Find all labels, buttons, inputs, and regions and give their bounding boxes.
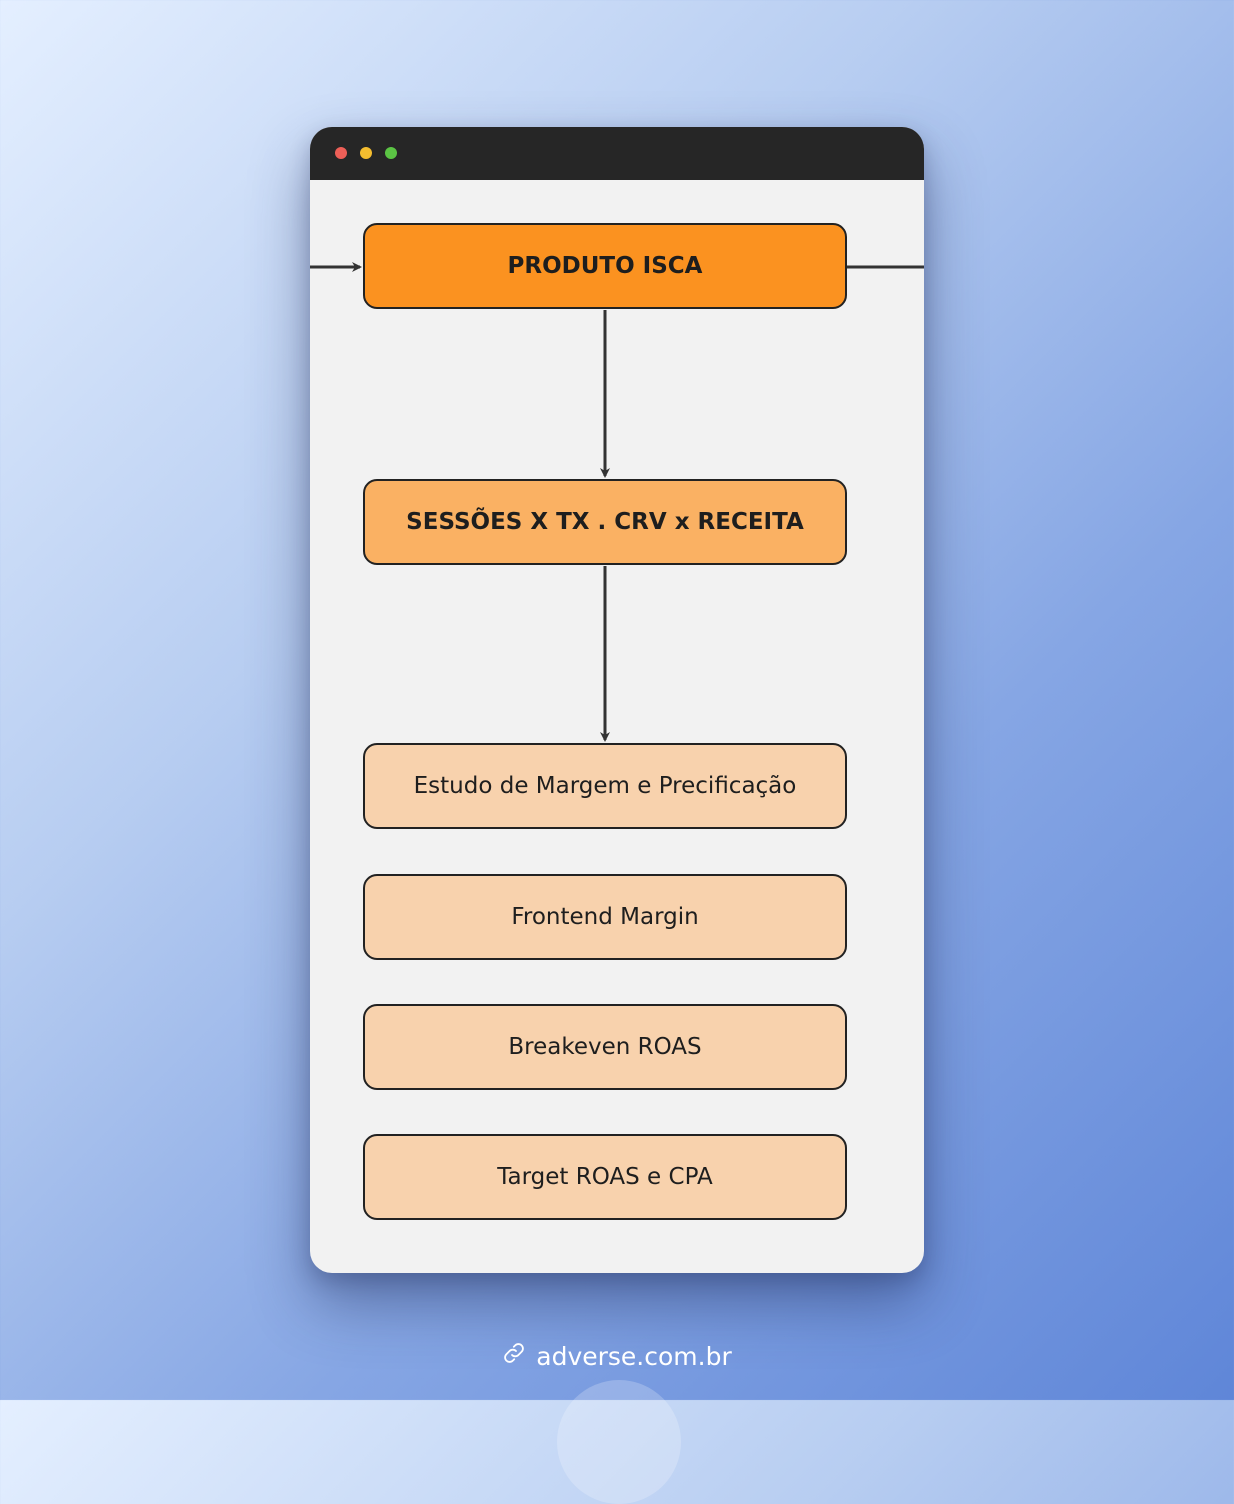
- node-target-roas[interactable]: Target ROAS e CPA: [363, 1134, 847, 1220]
- node-label: Breakeven ROAS: [508, 1034, 702, 1060]
- diagram-connectors: [310, 262, 924, 742]
- diagram-canvas: PRODUTO ISCA SESSÕES X TX . CRV x RECEIT…: [310, 180, 924, 1273]
- node-label: SESSÕES X TX . CRV x RECEITA: [406, 509, 804, 535]
- node-estudo-margem[interactable]: Estudo de Margem e Precificação: [363, 743, 847, 829]
- node-label: Frontend Margin: [511, 904, 699, 930]
- app-window: PRODUTO ISCA SESSÕES X TX . CRV x RECEIT…: [310, 127, 924, 1273]
- minimize-dot[interactable]: [360, 147, 372, 159]
- window-titlebar: [310, 127, 924, 180]
- decorative-circle: [557, 1380, 681, 1504]
- node-frontend-margin[interactable]: Frontend Margin: [363, 874, 847, 960]
- node-label: Estudo de Margem e Precificação: [413, 773, 797, 799]
- node-label: Target ROAS e CPA: [497, 1164, 713, 1190]
- footer-link-text: adverse.com.br: [536, 1341, 732, 1371]
- link-icon: [502, 1341, 526, 1371]
- node-label: PRODUTO ISCA: [507, 253, 703, 279]
- footer-link[interactable]: adverse.com.br: [0, 1336, 1234, 1376]
- node-produto-isca[interactable]: PRODUTO ISCA: [363, 223, 847, 309]
- node-sessoes[interactable]: SESSÕES X TX . CRV x RECEITA: [363, 479, 847, 565]
- close-dot[interactable]: [335, 147, 347, 159]
- node-breakeven-roas[interactable]: Breakeven ROAS: [363, 1004, 847, 1090]
- maximize-dot[interactable]: [385, 147, 397, 159]
